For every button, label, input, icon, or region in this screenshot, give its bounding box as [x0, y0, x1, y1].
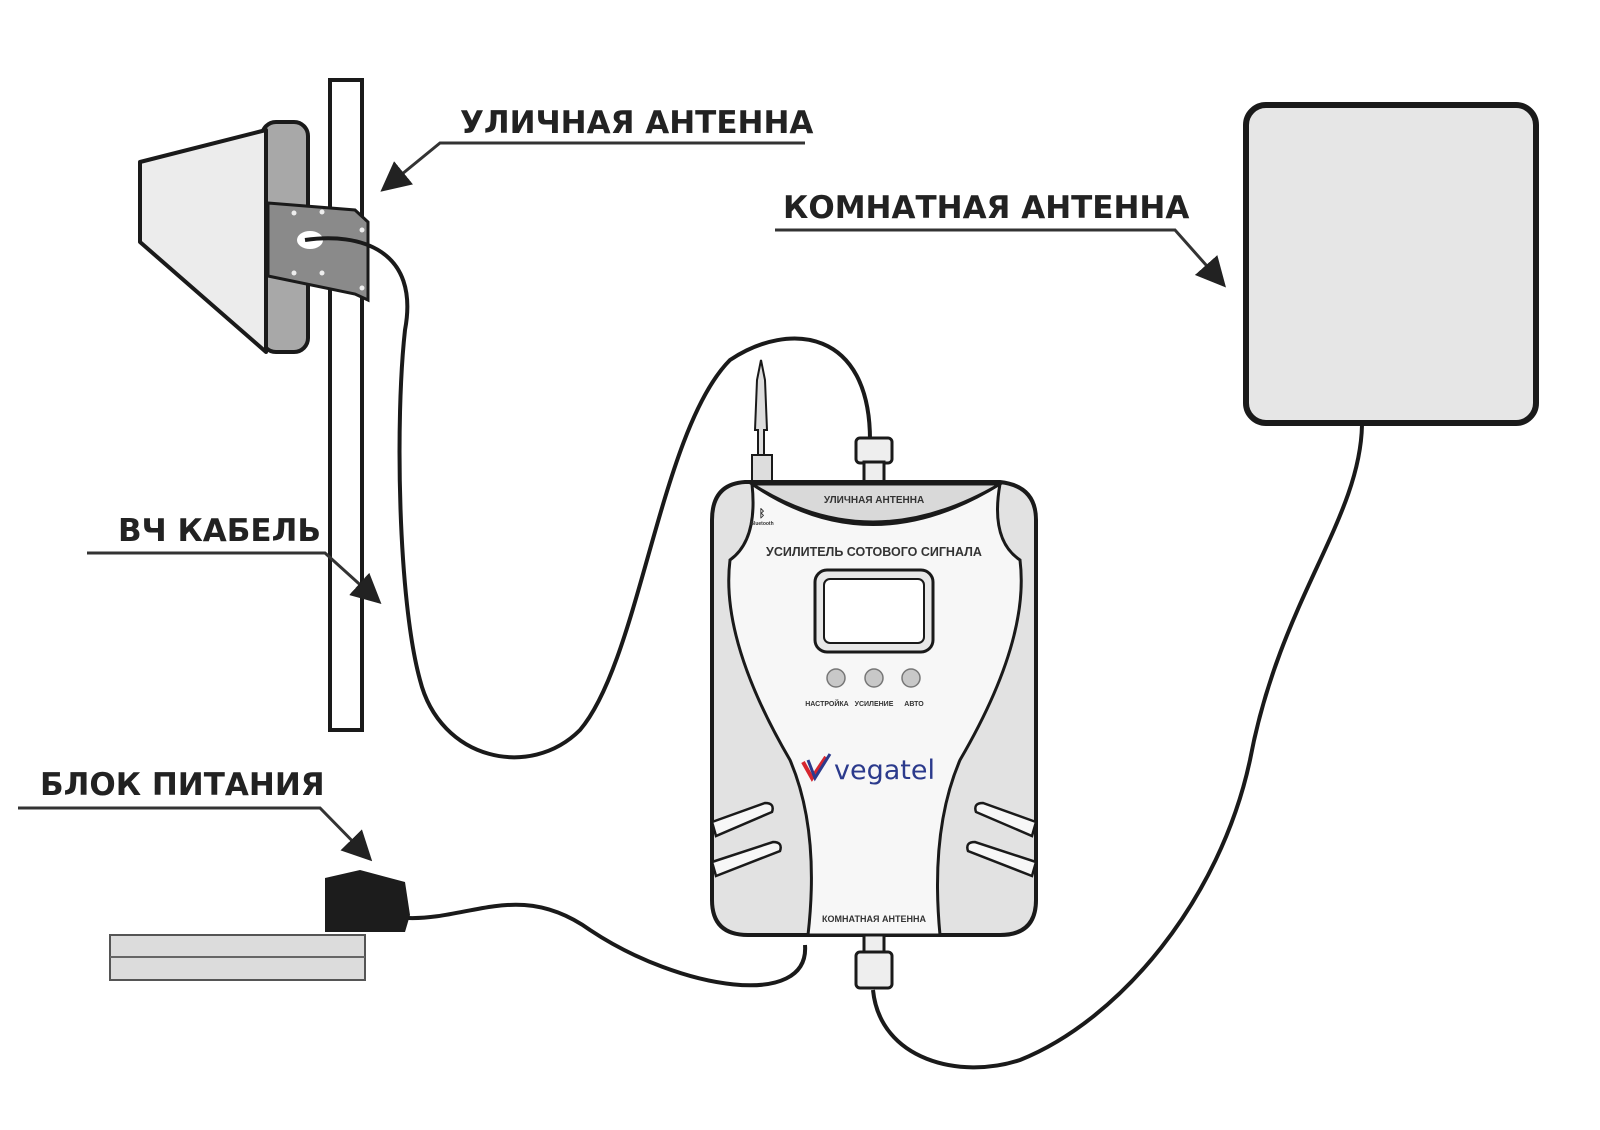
callout-power-supply: БЛОК ПИТАНИЯ	[18, 767, 373, 862]
mast-pole	[328, 78, 364, 732]
indoor-cable	[871, 424, 1364, 1070]
vent-slots	[710, 801, 1038, 878]
bluetooth-label: Bluetooth	[750, 521, 773, 527]
callout-outdoor-antenna: УЛИЧНАЯ АНТЕННА	[380, 105, 813, 192]
power-supply	[109, 870, 410, 981]
signal-booster-device: УЛИЧНАЯ АНТЕННА Bluetooth ᛒ УСИЛИТЕЛЬ СО…	[710, 359, 1038, 990]
label-rf-cable: ВЧ КАБЕЛЬ	[118, 513, 321, 549]
power-cable	[407, 902, 808, 988]
stub-antenna	[753, 359, 769, 471]
button-settings[interactable]	[826, 668, 846, 688]
button-gain-label: УСИЛЕНИЕ	[855, 701, 894, 708]
button-settings-label: НАСТРОЙКА	[805, 699, 848, 708]
top-dome	[746, 482, 1006, 524]
rf-cable	[304, 236, 872, 760]
label-power-supply: БЛОК ПИТАНИЯ	[40, 767, 325, 803]
bottom-port-label: КОМНАТНАЯ АНТЕННА	[822, 914, 927, 924]
button-auto[interactable]	[901, 668, 921, 688]
top-connector	[854, 436, 894, 465]
bottom-connector	[854, 950, 894, 990]
label-indoor-antenna: КОМНАТНАЯ АНТЕННА	[783, 190, 1189, 226]
brand-name: vegatel	[834, 755, 935, 786]
indoor-antenna	[1243, 102, 1539, 426]
bluetooth-icon: ᛒ	[759, 508, 766, 520]
vegatel-logo: vegatel	[801, 753, 935, 786]
callout-rf-cable: ВЧ КАБЕЛЬ	[87, 513, 382, 605]
button-auto-label: АВТО	[904, 701, 924, 708]
label-outdoor-antenna: УЛИЧНАЯ АНТЕННА	[460, 105, 813, 141]
device-title: УСИЛИТЕЛЬ СОТОВОГО СИГНАЛА	[766, 545, 982, 559]
outdoor-antenna	[138, 120, 370, 354]
button-gain[interactable]	[864, 668, 884, 688]
callout-indoor-antenna: КОМНАТНАЯ АНТЕННА	[775, 190, 1226, 288]
top-port-label: УЛИЧНАЯ АНТЕННА	[824, 495, 924, 506]
mounting-bracket	[266, 201, 370, 303]
